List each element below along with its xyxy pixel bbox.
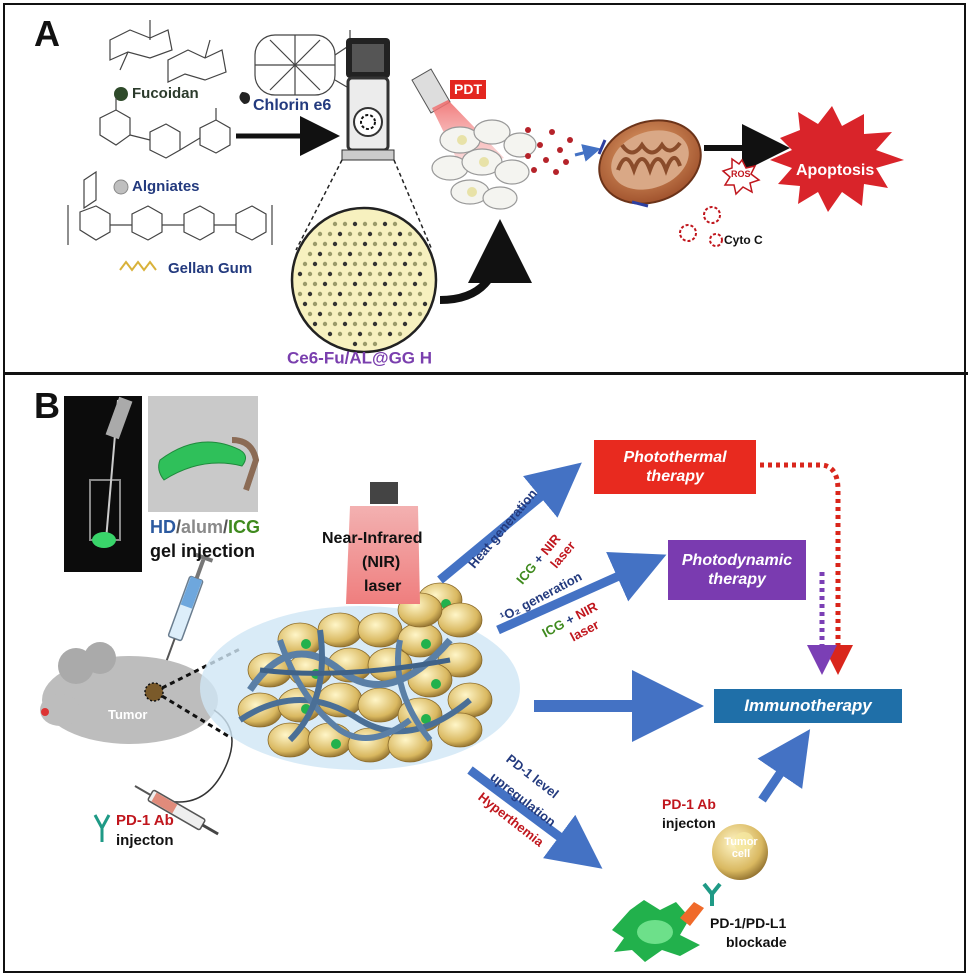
chlorin-structure xyxy=(254,30,353,96)
gel-hand-photo xyxy=(148,396,260,512)
blockade-label-line1: PD-1/PD-L1 xyxy=(710,915,787,931)
panel-divider xyxy=(3,372,968,375)
return-curved-arrow xyxy=(439,219,532,304)
arrow-o2-generation xyxy=(496,552,667,635)
mitochondrion-icon xyxy=(597,119,702,208)
arrow-tumor-cell-to-immunotherapy xyxy=(757,729,811,803)
photodynamic-therapy-box: Photodynamic therapy xyxy=(668,540,806,600)
panel-label-b: B xyxy=(34,385,60,426)
tumor-cells-cluster xyxy=(431,119,537,210)
immunotherapy-box: Immunotherapy xyxy=(714,689,902,723)
zoom-line-right xyxy=(393,159,433,251)
ros-particles xyxy=(525,127,573,175)
tumor-label: Tumor xyxy=(108,707,148,722)
antibody-icon-left xyxy=(93,814,111,842)
figure-frame xyxy=(3,3,966,973)
alginates-label: Algniates xyxy=(132,178,200,195)
syringe-top-icon xyxy=(164,552,214,664)
ros-burst-icon xyxy=(721,157,761,196)
fucoidan-bead-icon xyxy=(114,87,128,101)
apoptosis-label: Apoptosis xyxy=(796,162,875,179)
gel-injection-label: gel injection xyxy=(150,541,256,561)
arrow-pd1-upregulation xyxy=(467,766,603,869)
nir-laser-icon xyxy=(346,482,420,604)
gellan-gum-strand-icon xyxy=(119,260,157,272)
blockade-label-line2: blockade xyxy=(726,934,787,950)
antibody-icon-right xyxy=(702,882,722,906)
cyto-c-icons xyxy=(679,206,723,247)
gel-hd-text: HD xyxy=(150,517,176,537)
chlorin-droplet-icon xyxy=(239,92,250,104)
alginate-structure xyxy=(99,98,231,159)
nir-label-line1: Near-Infrared xyxy=(322,530,423,547)
tumor-cell-icon xyxy=(712,824,768,880)
arrow-heat-generation xyxy=(437,462,582,584)
panel-label-a: A xyxy=(34,13,60,54)
fucoidan-structure xyxy=(109,20,227,83)
gel-alum-text: alum xyxy=(181,517,224,537)
tumor-hydrogel-mass xyxy=(200,582,520,770)
photothermal-therapy-box: Photothermal therapy xyxy=(594,440,756,494)
mixing-device-icon xyxy=(341,38,395,161)
tumor-cell-label: Tumor cell xyxy=(724,836,758,861)
nir-label-line2: (NIR) xyxy=(362,554,401,571)
gellan-gum-label: Gellan Gum xyxy=(168,260,253,277)
zoom-line-lower xyxy=(161,694,229,738)
nir-label-line3: laser xyxy=(364,578,402,595)
fucoidan-label: Fucoidan xyxy=(132,85,199,102)
pdt-label: PDT xyxy=(450,80,486,100)
injecton-right-label: injecton xyxy=(662,815,716,831)
hydrogel-zoom-circle xyxy=(290,206,438,354)
cyto-c-label: Cyto C xyxy=(724,233,763,247)
injecton-left-label: injecton xyxy=(116,832,174,849)
gel-icg-text: ICG xyxy=(228,517,261,537)
ros-label: ROS xyxy=(731,169,751,179)
zoom-line-left xyxy=(295,159,343,251)
particle-arrow-icon xyxy=(574,144,601,162)
pd1-ab-left-label: PD-1 Ab xyxy=(116,812,174,829)
apoptosis-burst-icon xyxy=(770,106,904,212)
alginate-bead-icon xyxy=(113,179,129,195)
gellan-structure xyxy=(67,170,273,245)
chlorin-e6-label: Chlorin e6 xyxy=(253,97,332,114)
pd-l1-receptor-icon xyxy=(680,902,704,926)
pd1-ab-right-label: PD-1 Ab xyxy=(662,796,716,812)
immune-cell-icon xyxy=(612,900,700,962)
syringe-bottom-icon xyxy=(134,785,219,836)
hydrogel-label: Ce6-Fu/AL@GG H xyxy=(287,348,433,368)
gel-materials-label: HD/alum/ICG xyxy=(150,517,261,537)
mouse-icon xyxy=(40,642,233,803)
vial-photo xyxy=(64,396,142,572)
dotted-photothermal-link xyxy=(760,462,853,675)
